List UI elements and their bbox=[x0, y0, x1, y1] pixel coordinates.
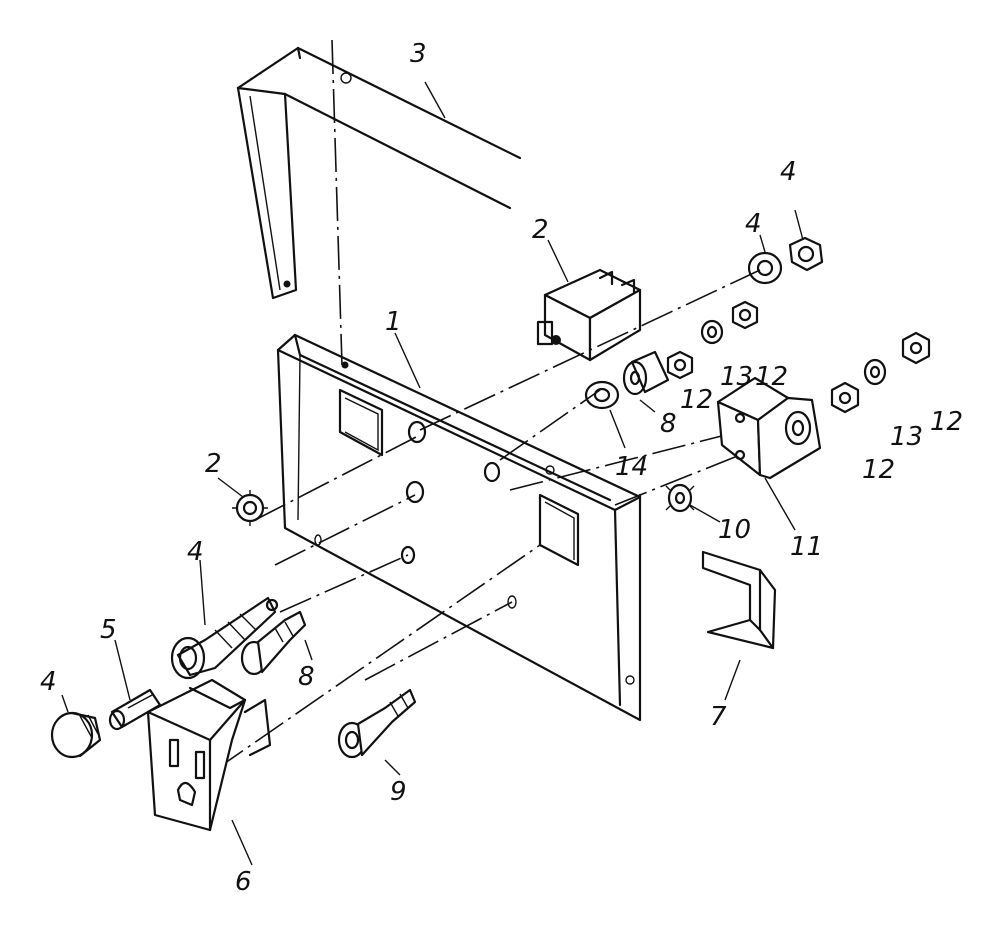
leader-lines bbox=[61, 81, 804, 866]
centerline-c bbox=[279, 554, 409, 613]
label-part-13-a: 13 bbox=[720, 362, 753, 392]
part-4-fuse-cap bbox=[50, 711, 102, 759]
label-part-1: 1 bbox=[385, 307, 402, 337]
label-part-6: 6 bbox=[235, 867, 252, 897]
label-part-3: 3 bbox=[410, 39, 427, 69]
centerline-f bbox=[419, 269, 761, 431]
centerline-h bbox=[509, 429, 746, 491]
part-12-hex-nut-a bbox=[666, 350, 694, 380]
part-12-hex-nut-c bbox=[830, 381, 860, 414]
label-part-4-nut: 4 bbox=[780, 157, 797, 187]
part-3-top-bracket bbox=[236, 46, 522, 300]
label-part-11: 11 bbox=[790, 532, 823, 562]
part-14-flat-washer bbox=[584, 380, 620, 410]
callout-labels: 3 1 2 2 4 4 4 4 5 6 7 8 8 9 10 11 12 12 … bbox=[40, 39, 963, 897]
label-part-4-cap: 4 bbox=[40, 667, 57, 697]
part-1-mounting-panel bbox=[276, 333, 642, 722]
part-4-fuse-holder bbox=[170, 596, 279, 680]
centerline-b bbox=[274, 494, 416, 566]
part-8-spacer bbox=[622, 350, 670, 396]
label-part-12-a: 12 bbox=[680, 385, 713, 415]
label-part-8-right: 8 bbox=[660, 409, 677, 439]
part-12-hex-nut-d bbox=[901, 331, 931, 365]
part-8-push-button bbox=[240, 610, 307, 676]
label-part-5: 5 bbox=[100, 615, 117, 645]
part-2-circuit-breaker bbox=[536, 268, 642, 362]
part-13-lock-washer-a bbox=[700, 319, 724, 345]
label-part-4-washer: 4 bbox=[745, 209, 762, 239]
centerline-i bbox=[614, 454, 741, 506]
centerline-d bbox=[364, 601, 513, 681]
label-part-2-top: 2 bbox=[532, 215, 549, 245]
label-part-2-left: 2 bbox=[205, 449, 222, 479]
part-7-u-clip bbox=[701, 550, 777, 650]
label-part-12-b: 12 bbox=[755, 362, 788, 392]
label-part-7: 7 bbox=[710, 702, 727, 732]
part-4-hex-nut bbox=[788, 236, 824, 272]
label-part-12-d: 12 bbox=[930, 407, 963, 437]
label-part-8-left: 8 bbox=[298, 662, 315, 692]
part-6-outlet-receptacle bbox=[146, 678, 272, 832]
centerline-a bbox=[254, 434, 421, 521]
label-part-12-c: 12 bbox=[862, 455, 895, 485]
part-4-washer bbox=[747, 251, 783, 285]
label-part-13-b: 13 bbox=[890, 422, 923, 452]
label-part-14: 14 bbox=[615, 452, 648, 482]
label-part-10: 10 bbox=[718, 515, 751, 545]
part-11-angle-bracket bbox=[716, 376, 822, 480]
label-part-4-holder: 4 bbox=[187, 537, 204, 567]
part-13-lock-washer-b bbox=[863, 358, 887, 386]
part-2-lock-washer bbox=[232, 490, 268, 526]
centerline-vertical bbox=[331, 39, 343, 366]
part-10-star-washer bbox=[665, 483, 695, 513]
part-9-screw bbox=[337, 688, 417, 759]
centerline-g bbox=[499, 389, 601, 461]
part-12-hex-nut-b bbox=[731, 300, 759, 330]
label-part-9: 9 bbox=[390, 777, 407, 807]
